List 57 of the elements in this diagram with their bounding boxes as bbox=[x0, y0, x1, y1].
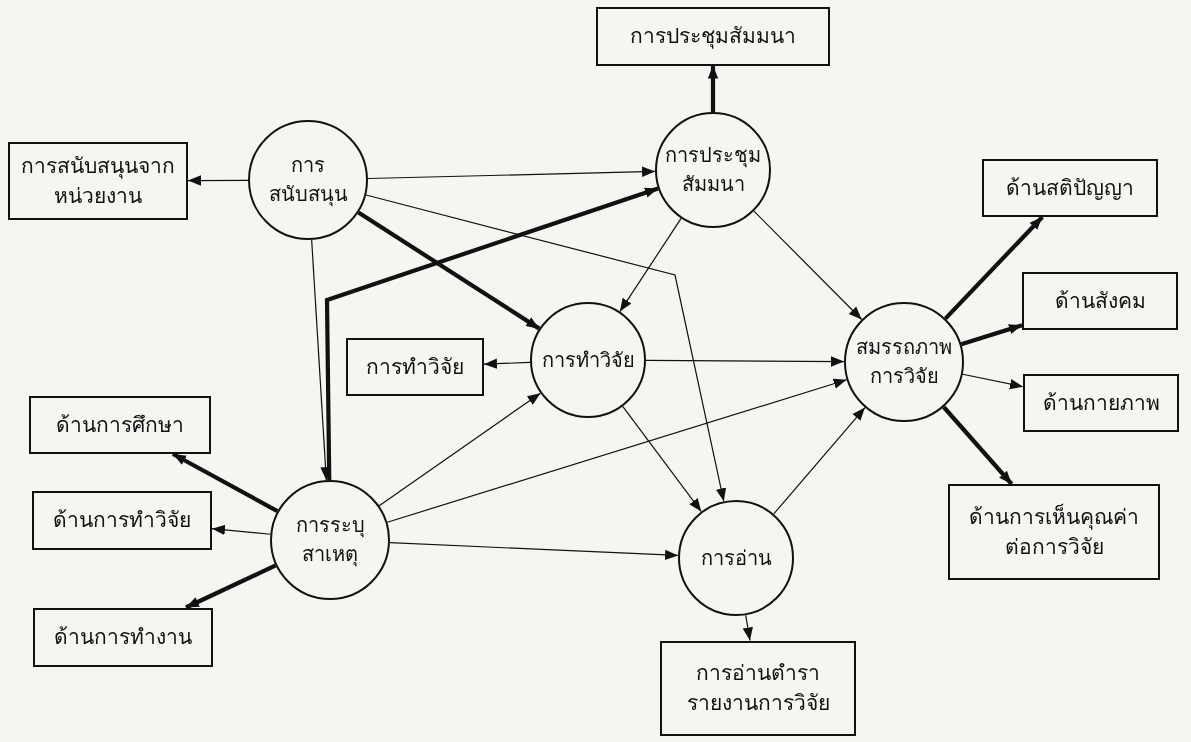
arrow bbox=[378, 392, 542, 507]
node-label: การสนับสนุนจากหน่วยงาน bbox=[20, 152, 176, 210]
arrow bbox=[942, 405, 1014, 486]
process-box bbox=[32, 490, 212, 550]
process-box bbox=[948, 484, 1160, 580]
node-label: การประชุมสัมมนา bbox=[664, 142, 762, 198]
node-label: ด้านการศึกษา bbox=[55, 411, 185, 439]
arrow bbox=[943, 215, 1044, 321]
node-label: การทำวิจัย bbox=[365, 353, 465, 381]
arrow bbox=[357, 210, 541, 331]
arrow bbox=[185, 563, 277, 610]
arrow bbox=[483, 358, 531, 369]
process-box bbox=[596, 6, 830, 66]
node-label: ด้านการทำวิจัย bbox=[52, 506, 192, 534]
arrow bbox=[962, 373, 1024, 390]
arrow bbox=[187, 175, 249, 186]
node-label: การอ่านตำรารายงานการวิจัย bbox=[685, 659, 831, 717]
process-circle bbox=[248, 120, 368, 240]
node-label: ด้านการทำงาน bbox=[53, 623, 193, 651]
node-label: การอ่าน bbox=[700, 544, 772, 572]
process-circle bbox=[844, 302, 964, 422]
arrow bbox=[645, 356, 845, 367]
process-box bbox=[33, 607, 213, 667]
arrow bbox=[622, 405, 702, 513]
arrow bbox=[619, 217, 682, 313]
process-circle bbox=[678, 500, 794, 616]
node-label: การทำวิจัย bbox=[541, 346, 635, 374]
arrow bbox=[742, 614, 753, 642]
node-label: การสนับสนุน bbox=[267, 152, 349, 209]
process-circle bbox=[270, 480, 390, 600]
arrow bbox=[773, 406, 866, 515]
process-circle bbox=[655, 112, 771, 228]
arrow bbox=[386, 378, 848, 523]
process-box bbox=[660, 640, 856, 736]
node-label: ด้านสังคม bbox=[1053, 287, 1147, 315]
node-label: ด้านการเห็นคุณค่าต่อการวิจัย bbox=[968, 502, 1140, 561]
arrow bbox=[365, 194, 727, 502]
arrow bbox=[367, 166, 656, 180]
node-label: การประชุมสัมมนา bbox=[629, 22, 797, 51]
arrow bbox=[960, 323, 1023, 347]
arrow bbox=[171, 452, 279, 514]
process-box bbox=[982, 159, 1158, 217]
process-box bbox=[1023, 374, 1179, 432]
process-box bbox=[29, 396, 211, 454]
arrow bbox=[707, 65, 719, 112]
node-label: การระบุสาเหตุ bbox=[294, 512, 366, 569]
node-label: สมรรถภาพการวิจัย bbox=[855, 334, 953, 390]
process-circle bbox=[530, 302, 646, 418]
arrow bbox=[389, 542, 679, 561]
process-box bbox=[1022, 272, 1178, 330]
arrow bbox=[324, 186, 659, 481]
arrow bbox=[211, 524, 271, 536]
process-box bbox=[346, 338, 484, 396]
process-box bbox=[8, 142, 188, 220]
arrow bbox=[753, 210, 863, 321]
node-label: ด้านสติปัญญา bbox=[1005, 174, 1135, 202]
node-label: ด้านกายภาพ bbox=[1041, 389, 1161, 417]
